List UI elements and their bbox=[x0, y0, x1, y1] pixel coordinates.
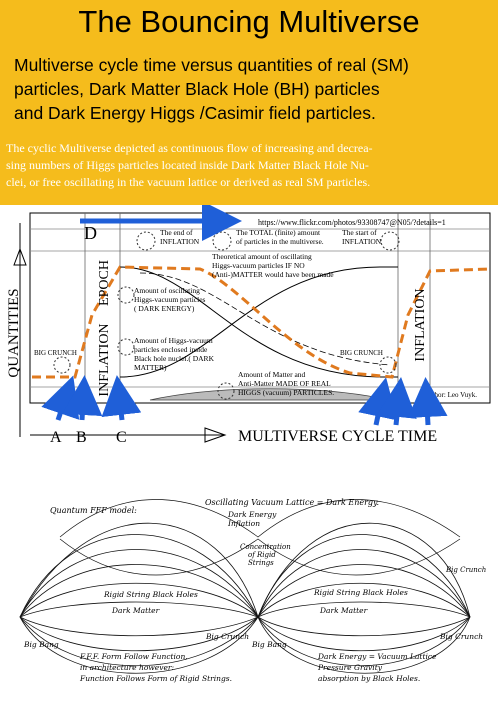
callout-circle bbox=[117, 338, 135, 356]
point-label-c: C bbox=[116, 429, 127, 446]
dark-matter-curve bbox=[119, 266, 398, 378]
hand-sketch: Quantum FFF model: Oscillating Vacuum La… bbox=[0, 447, 498, 705]
epoch-label: EPOCH bbox=[97, 260, 112, 306]
fff-note: F.F.F. Form Follow Function, in architec… bbox=[79, 652, 232, 683]
theoretical-curve bbox=[139, 272, 391, 366]
y-axis-label: QUANTITIES bbox=[6, 288, 22, 377]
annotation-dark-energy: Amount of oscillating Higgs-vacuum parti… bbox=[134, 286, 207, 313]
label-big-crunch-mid: Big Crunch bbox=[205, 632, 249, 641]
page-title: The Bouncing Multiverse bbox=[78, 4, 420, 39]
x-axis-arrow bbox=[204, 427, 227, 443]
label-big-bang-left: Big Bang bbox=[23, 640, 59, 649]
annotation-end-inflation: The end of INFLATION bbox=[160, 228, 200, 246]
callout-circle bbox=[53, 356, 71, 374]
dark-energy-curve bbox=[119, 266, 398, 378]
point-label-a: A bbox=[50, 429, 62, 446]
cycle-diagram-svg: QUANTITIES MULTIVERSE CYCLE TIME https:/… bbox=[6, 201, 491, 446]
total-quantity-curve bbox=[32, 265, 491, 379]
annotation-total-amount: The TOTAL (finite) amount of particles i… bbox=[236, 228, 324, 246]
label-rigid-string-right: Rigid String Black Holes bbox=[313, 588, 408, 597]
description: The cyclic Multiverse depicted as contin… bbox=[6, 140, 496, 191]
header-banner: The Bouncing Multiverse Multiverse cycle… bbox=[0, 0, 498, 205]
pointer-arrow-b bbox=[62, 375, 103, 421]
inflation-label-right: INFLATION bbox=[413, 288, 428, 361]
annotation-real-matter: Amount of Matter and Anti-Matter MADE OF… bbox=[238, 370, 334, 397]
string-bundle-left bbox=[19, 522, 259, 674]
subtitle-line: Multiverse cycle time versus quantities … bbox=[14, 55, 409, 75]
label-dark-matter-right: Dark Matter bbox=[319, 606, 368, 615]
description-line: sing numbers of Higgs particles located … bbox=[6, 158, 369, 172]
callout-circle bbox=[380, 231, 400, 251]
callout-circle bbox=[117, 286, 135, 304]
label-big-crunch-right: Big Crunch bbox=[439, 632, 483, 641]
cycle-diagram: QUANTITIES MULTIVERSE CYCLE TIME https:/… bbox=[0, 201, 498, 447]
label-quantum-fff: Quantum FFF model: bbox=[50, 506, 137, 515]
annotation-dark-matter: Amount of Higgs-vacuum particles enclose… bbox=[134, 336, 216, 372]
callout-circle bbox=[379, 356, 397, 374]
hand-sketch-svg: Quantum FFF model: Oscillating Vacuum La… bbox=[19, 498, 486, 683]
author-credit: author: Leo Vuyk. bbox=[426, 391, 477, 399]
inflation-label-left: INFLATION bbox=[97, 323, 112, 396]
subtitle-line: and Dark Energy Higgs /Casimir field par… bbox=[14, 103, 376, 123]
big-crunch-label-right: BIG CRUNCH bbox=[340, 349, 383, 357]
pointer-arrow bbox=[376, 377, 417, 426]
label-concentration: Concentration of Rigid Strings bbox=[240, 543, 293, 567]
label-dark-energy-inflation: Dark Energy Inflation bbox=[227, 510, 279, 528]
pointer-arrow bbox=[407, 377, 448, 426]
callout-circle bbox=[217, 382, 235, 400]
description-line: clei, or free oscillating in the vacuum … bbox=[6, 175, 371, 189]
label-oscillating: Oscillating Vacuum Lattice = Dark Energy… bbox=[205, 498, 379, 507]
label-big-bang-mid: Big Bang bbox=[251, 640, 287, 649]
source-url: https://www.flickr.com/photos/93308747@N… bbox=[258, 218, 446, 227]
description-line: The cyclic Multiverse depicted as contin… bbox=[6, 141, 373, 155]
callout-circle bbox=[136, 231, 156, 251]
annotation-theoretical: Theoretical amount of oscillating Higgs-… bbox=[212, 252, 334, 279]
big-crunch-label-left: BIG CRUNCH bbox=[34, 349, 77, 357]
y-axis-arrow bbox=[13, 247, 27, 266]
label-big-crunch-top-right: Big Crunch bbox=[445, 566, 486, 574]
label-dark-matter-left: Dark Matter bbox=[111, 606, 160, 615]
diagram-frame bbox=[29, 212, 491, 404]
point-label-d: D bbox=[84, 223, 97, 243]
dark-energy-note: Dark Energy = Vacuum Lattice Pressure Gr… bbox=[317, 652, 439, 683]
label-rigid-string-left: Rigid String Black Holes bbox=[103, 590, 198, 599]
string-bundle-right bbox=[257, 522, 471, 674]
subtitle-line: particles, Dark Matter Black Hole (BH) p… bbox=[14, 79, 380, 99]
pointer-arrow-c bbox=[101, 375, 142, 421]
annotation-start-inflation: The start of INFLATION bbox=[342, 228, 382, 246]
x-axis-label: MULTIVERSE CYCLE TIME bbox=[238, 428, 437, 445]
vacuum-lattice-wave bbox=[59, 499, 461, 576]
subtitle: Multiverse cycle time versus quantities … bbox=[14, 53, 496, 125]
callout-circle bbox=[212, 231, 232, 251]
pointer-arrow bbox=[358, 377, 398, 426]
point-label-b: B bbox=[76, 429, 87, 446]
